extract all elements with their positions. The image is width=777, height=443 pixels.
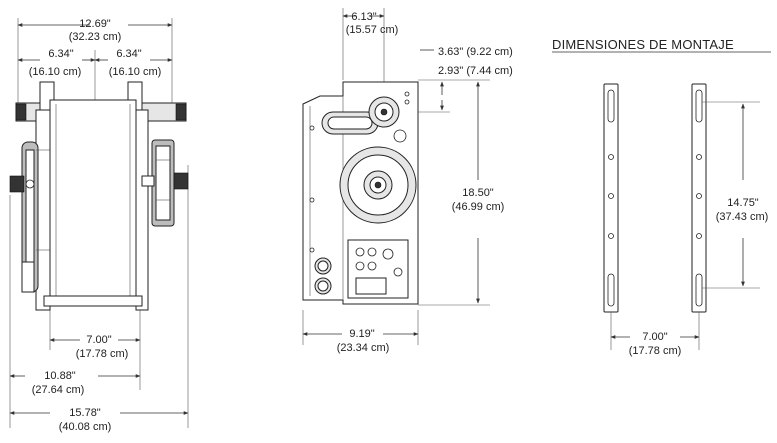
mounting-view: DIMENSIONES DE MONTAJE [552, 37, 771, 357]
top-offset-2: 2.93" (7.44 cm) [438, 65, 513, 77]
right-half-in: 6.34" [116, 48, 141, 60]
overall-depth-in: 15.78" [69, 407, 101, 419]
mounting-rail-left [603, 83, 619, 313]
to-flange-in: 10.88" [44, 370, 76, 382]
slot-span-cm: (37.43 cm) [716, 211, 769, 223]
top-offset-1: 3.63" (9.22 cm) [438, 46, 513, 58]
side-view: 12.69" (32.23 cm) 6.34" (16.10 cm) 6.34"… [9, 18, 189, 433]
page-title: DIMENSIONES DE MONTAJE [552, 37, 734, 52]
sprocket-offset-cm: (15.57 cm) [346, 24, 399, 36]
height-in: 18.50" [462, 187, 494, 199]
slot-span-in: 14.75" [727, 197, 759, 209]
body-depth-in: 7.00" [86, 334, 111, 346]
overall-depth-cm: (40.08 cm) [59, 421, 112, 433]
spacing-cm: (17.78 cm) [629, 345, 682, 357]
overall-width-cm: (32.23 cm) [69, 31, 122, 43]
mounting-rail-right [691, 83, 707, 313]
front-view: 6.13" (15.57 cm) 3.63" (9.22 cm) 2.93" (… [302, 8, 513, 354]
to-flange-cm: (27.64 cm) [32, 384, 85, 396]
overall-width-in: 12.69" [79, 18, 111, 30]
left-half-in: 6.34" [48, 48, 73, 60]
width-in: 9.19" [349, 328, 374, 340]
sprocket-offset-in: 6.13" [351, 11, 376, 23]
height-cm: (46.99 cm) [452, 201, 505, 213]
opener-side-drawing [9, 81, 189, 311]
opener-front-drawing [302, 81, 419, 305]
spacing-in: 7.00" [642, 331, 667, 343]
left-half-cm: (16.10 cm) [29, 66, 82, 78]
body-depth-cm: (17.78 cm) [76, 348, 129, 360]
width-cm: (23.34 cm) [337, 342, 390, 354]
right-half-cm: (16.10 cm) [109, 66, 162, 78]
